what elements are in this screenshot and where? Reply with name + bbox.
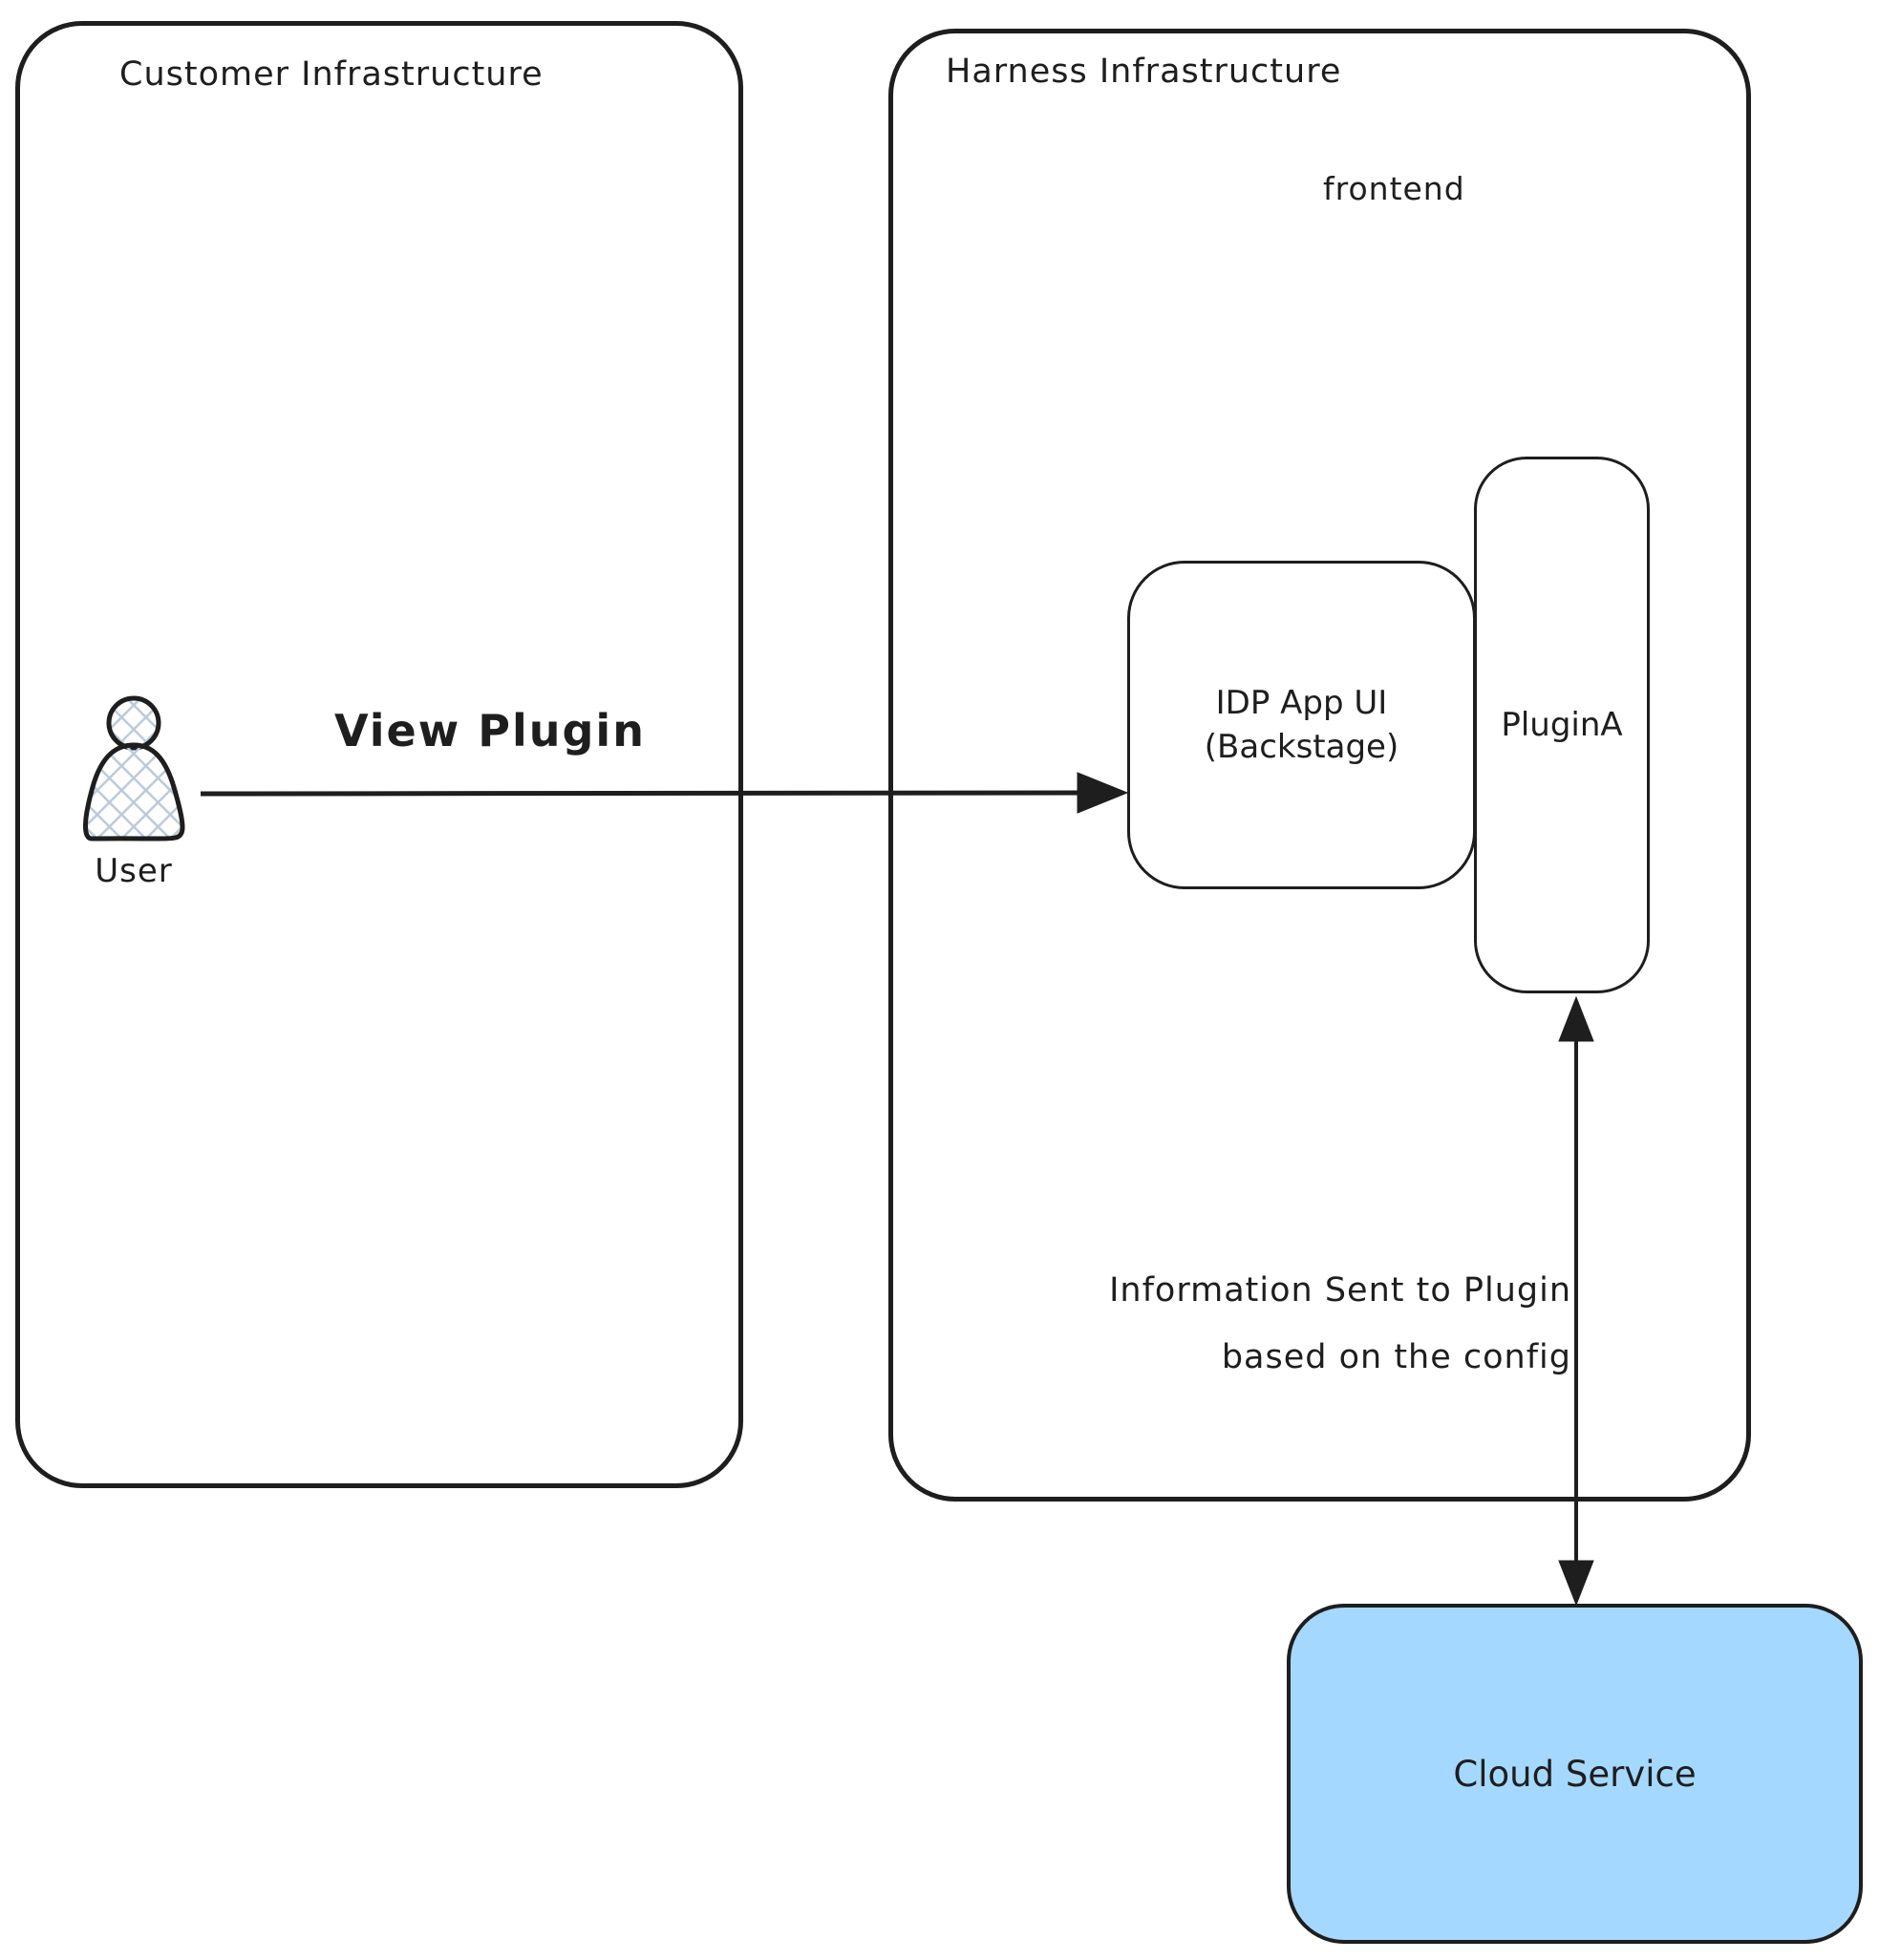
harness-infrastructure-label: Harness Infrastructure [946,53,1342,91]
plugin-a-box: PluginA [1474,457,1650,993]
info-arrow-label: Information Sent to Plugin based on the … [1109,1271,1571,1376]
view-plugin-arrow-label: View Plugin [334,705,646,756]
plugin-a-label: PluginA [1501,706,1623,744]
idp-app-ui-box: IDP App UI (Backstage) [1127,561,1476,889]
user-body [83,742,185,842]
user-head [106,695,161,751]
user-label: User [95,852,173,890]
frontend-label: frontend [1323,170,1465,207]
customer-infrastructure-box [15,21,743,1488]
customer-infrastructure-label: Customer Infrastructure [119,55,544,94]
cloud-service-label: Cloud Service [1453,1753,1697,1795]
harness-infrastructure-box [888,29,1751,1502]
cloud-service-box: Cloud Service [1287,1604,1863,1944]
idp-app-ui-label: IDP App UI (Backstage) [1204,684,1399,766]
